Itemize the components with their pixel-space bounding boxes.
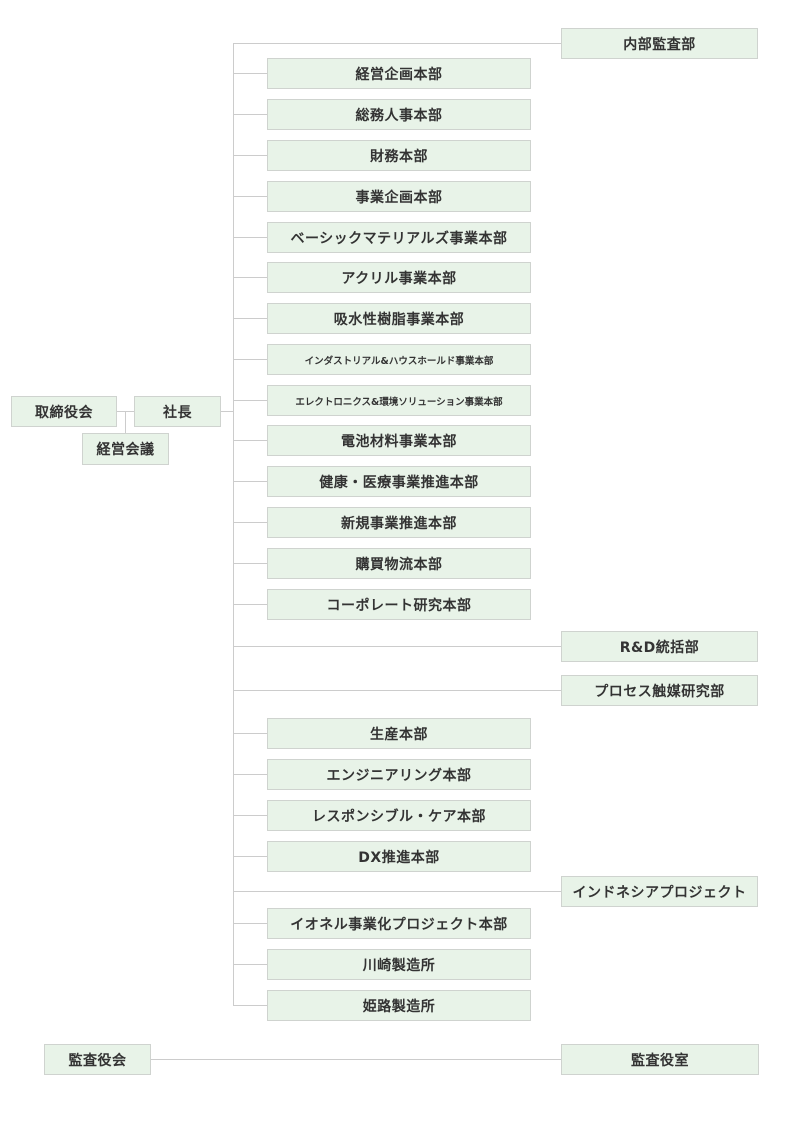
division-box[interactable]: 吸水性樹脂事業本部 <box>267 303 531 334</box>
division-box[interactable]: 総務人事本部 <box>267 99 531 130</box>
branch-connector <box>233 43 561 44</box>
division-box[interactable]: イオネル事業化プロジェクト本部 <box>267 908 531 939</box>
division-box[interactable]: 購買物流本部 <box>267 548 531 579</box>
branch-connector <box>233 196 267 197</box>
meeting-connector <box>125 411 126 433</box>
audit-connector <box>151 1059 561 1060</box>
division-box[interactable]: 健康・医療事業推進本部 <box>267 466 531 497</box>
branch-connector <box>233 114 267 115</box>
division-box[interactable]: アクリル事業本部 <box>267 262 531 293</box>
vertical-trunk-line <box>233 43 234 1006</box>
division-box[interactable]: インダストリアル&ハウスホールド事業本部 <box>267 344 531 375</box>
board-of-directors-box[interactable]: 取締役会 <box>11 396 117 427</box>
branch-connector <box>233 856 267 857</box>
branch-connector <box>233 237 267 238</box>
division-box[interactable]: R&D統括部 <box>561 631 758 662</box>
branch-connector <box>233 604 267 605</box>
division-box[interactable]: 新規事業推進本部 <box>267 507 531 538</box>
branch-connector <box>233 774 267 775</box>
division-box[interactable]: プロセス触媒研究部 <box>561 675 758 706</box>
branch-connector <box>233 646 561 647</box>
division-box[interactable]: インドネシアプロジェクト <box>561 876 758 907</box>
branch-connector <box>233 318 267 319</box>
division-box[interactable]: レスポンシブル・ケア本部 <box>267 800 531 831</box>
branch-connector <box>233 733 267 734</box>
division-box[interactable]: 川崎製造所 <box>267 949 531 980</box>
branch-connector <box>233 155 267 156</box>
branch-connector <box>233 73 267 74</box>
branch-connector <box>233 440 267 441</box>
branch-connector <box>233 1005 267 1006</box>
audit-office-box[interactable]: 監査役室 <box>561 1044 759 1075</box>
branch-connector <box>233 277 267 278</box>
branch-connector <box>233 964 267 965</box>
audit-board-box[interactable]: 監査役会 <box>44 1044 151 1075</box>
branch-connector <box>233 891 561 892</box>
president-trunk-connector <box>221 411 233 412</box>
division-box[interactable]: 事業企画本部 <box>267 181 531 212</box>
division-box[interactable]: 経営企画本部 <box>267 58 531 89</box>
branch-connector <box>233 690 561 691</box>
branch-connector <box>233 400 267 401</box>
president-box[interactable]: 社長 <box>134 396 221 427</box>
branch-connector <box>233 563 267 564</box>
division-box[interactable]: 姫路製造所 <box>267 990 531 1021</box>
division-box[interactable]: 内部監査部 <box>561 28 758 59</box>
branch-connector <box>233 522 267 523</box>
division-box[interactable]: DX推進本部 <box>267 841 531 872</box>
branch-connector <box>233 481 267 482</box>
division-box[interactable]: コーポレート研究本部 <box>267 589 531 620</box>
branch-connector <box>233 923 267 924</box>
division-box[interactable]: エレクトロニクス&環境ソリューション事業本部 <box>267 385 531 416</box>
branch-connector <box>233 815 267 816</box>
division-box[interactable]: ベーシックマテリアルズ事業本部 <box>267 222 531 253</box>
division-box[interactable]: 財務本部 <box>267 140 531 171</box>
division-box[interactable]: 生産本部 <box>267 718 531 749</box>
division-box[interactable]: エンジニアリング本部 <box>267 759 531 790</box>
branch-connector <box>233 359 267 360</box>
division-box[interactable]: 電池材料事業本部 <box>267 425 531 456</box>
management-meeting-box[interactable]: 経営会議 <box>82 433 169 465</box>
